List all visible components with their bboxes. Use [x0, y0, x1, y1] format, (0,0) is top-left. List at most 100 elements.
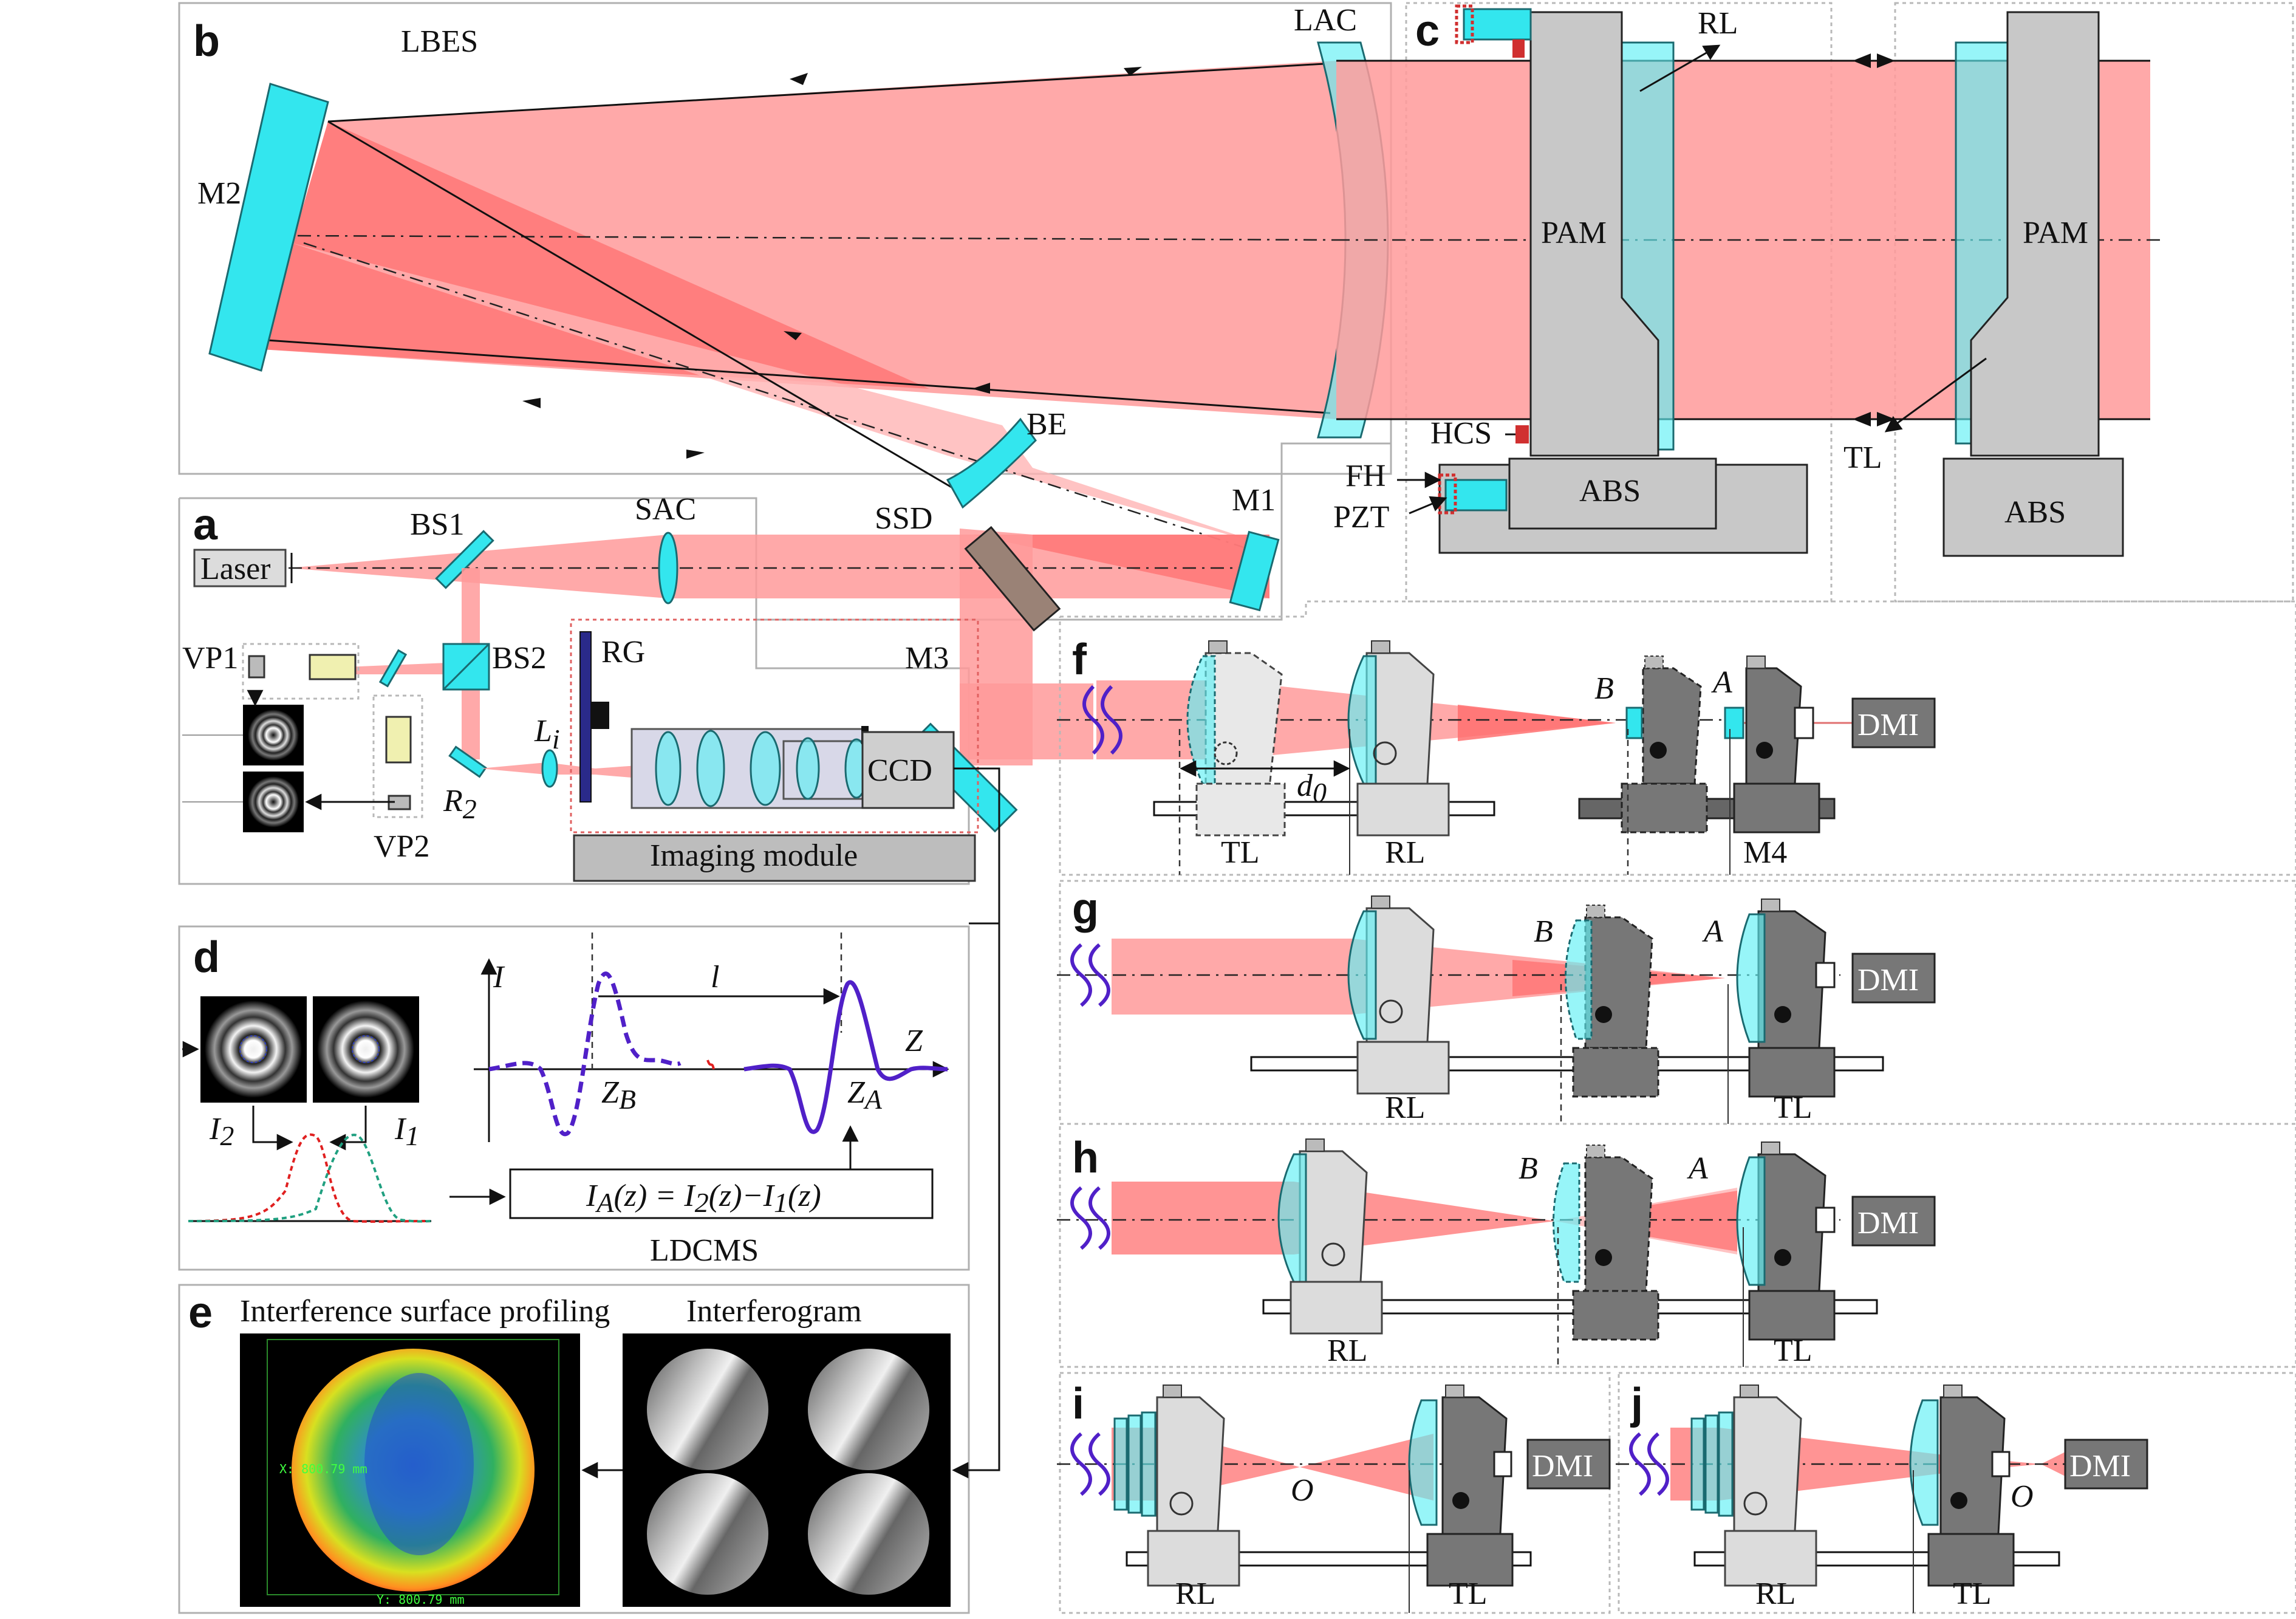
lens-element-4	[796, 737, 820, 800]
curve-a	[743, 980, 948, 1134]
ssd	[964, 525, 1061, 632]
h-rail	[1262, 1299, 1878, 1315]
h-a-label: A	[1687, 1151, 1708, 1186]
i-tl-label: TL	[1449, 1576, 1488, 1611]
ccd-label: CCD	[867, 753, 932, 788]
f-rl-base	[1356, 782, 1450, 837]
profile-map-low	[364, 1373, 474, 1555]
g-b-screw	[1586, 905, 1605, 918]
j-tl-base	[1927, 1533, 2015, 1587]
sac-label: SAC	[635, 492, 696, 527]
ldcms-label: LDCMS	[650, 1233, 759, 1268]
imaging-module-bar	[573, 834, 976, 882]
li-lens	[541, 749, 558, 788]
g-rl-screw	[1371, 895, 1390, 909]
g-rl-lens	[1347, 910, 1377, 1040]
panel-d-label: d	[193, 933, 220, 982]
panel-c-label: c	[1415, 7, 1440, 55]
arrow-1	[790, 73, 808, 85]
be-lens	[946, 417, 1037, 509]
ring-d-1-pattern	[205, 1001, 302, 1098]
g-tl-lens	[1736, 913, 1766, 1043]
arrow-5	[522, 398, 541, 408]
i-rl-label: RL	[1175, 1576, 1215, 1611]
f-rl-lens	[1347, 655, 1377, 785]
g-b-lens	[1565, 919, 1593, 1040]
f-b-mount	[1642, 667, 1702, 785]
rg-grating	[579, 631, 592, 803]
f-tl-base	[1195, 782, 1286, 837]
panel-g-label: g	[1072, 885, 1099, 933]
g-dmi	[1851, 953, 1936, 1004]
h-b-knob	[1595, 1249, 1612, 1266]
profile-map-frame	[267, 1339, 559, 1595]
g-retro	[1815, 962, 1836, 988]
g-b-base	[1572, 1047, 1659, 1098]
vp1-detector	[248, 655, 265, 679]
panel-f: DMI f TL RL M4 B A d0	[1057, 600, 2296, 876]
f-rl-screw	[1371, 640, 1390, 654]
j-tl-label: TL	[1953, 1576, 1992, 1611]
pzt-label: PZT	[1333, 500, 1389, 535]
pzt-top	[1455, 4, 1474, 44]
g-b-label: B	[1534, 914, 1553, 949]
abs-label-left: ABS	[1579, 474, 1641, 508]
formula-box	[509, 1168, 934, 1219]
j-rl-label: RL	[1755, 1576, 1795, 1611]
i-retro	[1493, 1451, 1512, 1477]
g-wave-icon	[1070, 943, 1110, 1007]
j-rl-lens-3	[1718, 1411, 1734, 1517]
h-rl-lens	[1277, 1153, 1307, 1283]
j-tl-lens	[1909, 1399, 1939, 1526]
r2-mirror	[448, 745, 487, 778]
i-dmi-label: DMI	[1532, 1449, 1593, 1484]
arrow-6	[686, 450, 705, 459]
bs1-label: BS1	[410, 507, 465, 542]
h-dmi	[1851, 1196, 1936, 1247]
abs-label-right: ABS	[2004, 495, 2066, 530]
panel-h: DMI h RL TL B A	[1057, 1123, 2296, 1368]
return-beam	[292, 243, 1282, 550]
g-rl-knob	[1379, 999, 1403, 1024]
h-b-lens	[1553, 1162, 1580, 1283]
f-b-label: B	[1594, 671, 1614, 706]
f-tl-screw	[1208, 640, 1228, 654]
h-b-label: B	[1519, 1151, 1538, 1186]
h-rl-mount	[1299, 1150, 1368, 1283]
g-b-knob	[1595, 1006, 1612, 1023]
j-rl-mount	[1733, 1396, 1802, 1532]
optical-axis-b	[297, 234, 1337, 241]
h-b-screw	[1586, 1145, 1605, 1158]
m2-mirror	[208, 83, 329, 372]
bs2-diagonal	[442, 643, 490, 691]
panel-a-label: a	[193, 501, 218, 549]
panel-j-frame	[1618, 1372, 2296, 1614]
pam-label-left: PAM	[1541, 216, 1607, 250]
interferogram-3	[647, 1473, 768, 1595]
imaging-module-label: Imaging module	[650, 838, 858, 873]
i1-arrow	[329, 1106, 367, 1151]
ring-pattern-2	[248, 776, 299, 827]
panel-b-label: b	[193, 17, 220, 66]
j-rl-screw	[1740, 1385, 1759, 1398]
i-tl-knob	[1452, 1492, 1469, 1509]
h-b-mount	[1584, 1156, 1653, 1292]
arrow-c1	[1853, 53, 1871, 68]
f-rl-knob	[1373, 741, 1397, 765]
sensor-top	[1463, 8, 1532, 41]
panel-g: DMI g RL TL B A	[1057, 880, 2296, 1125]
h-rl-base	[1290, 1281, 1383, 1335]
f-m4-mirror	[1724, 707, 1744, 739]
vp1-objective	[309, 654, 357, 680]
panel-i: DMI i RL TL O	[1057, 1372, 1611, 1614]
panel-a: Laser	[178, 407, 1391, 925]
f-b-base	[1621, 782, 1708, 833]
f-a-label: A	[1711, 665, 1732, 700]
g-tl-label: TL	[1774, 1090, 1813, 1125]
f-b-knob	[1650, 742, 1667, 759]
formula: IA(z) = I2(z)−I1(z)	[586, 1179, 821, 1218]
pam-label-right: PAM	[2023, 216, 2088, 250]
interferogram-2	[808, 1349, 929, 1470]
f-dmi	[1851, 697, 1936, 748]
pzt-bottom	[1438, 473, 1457, 515]
